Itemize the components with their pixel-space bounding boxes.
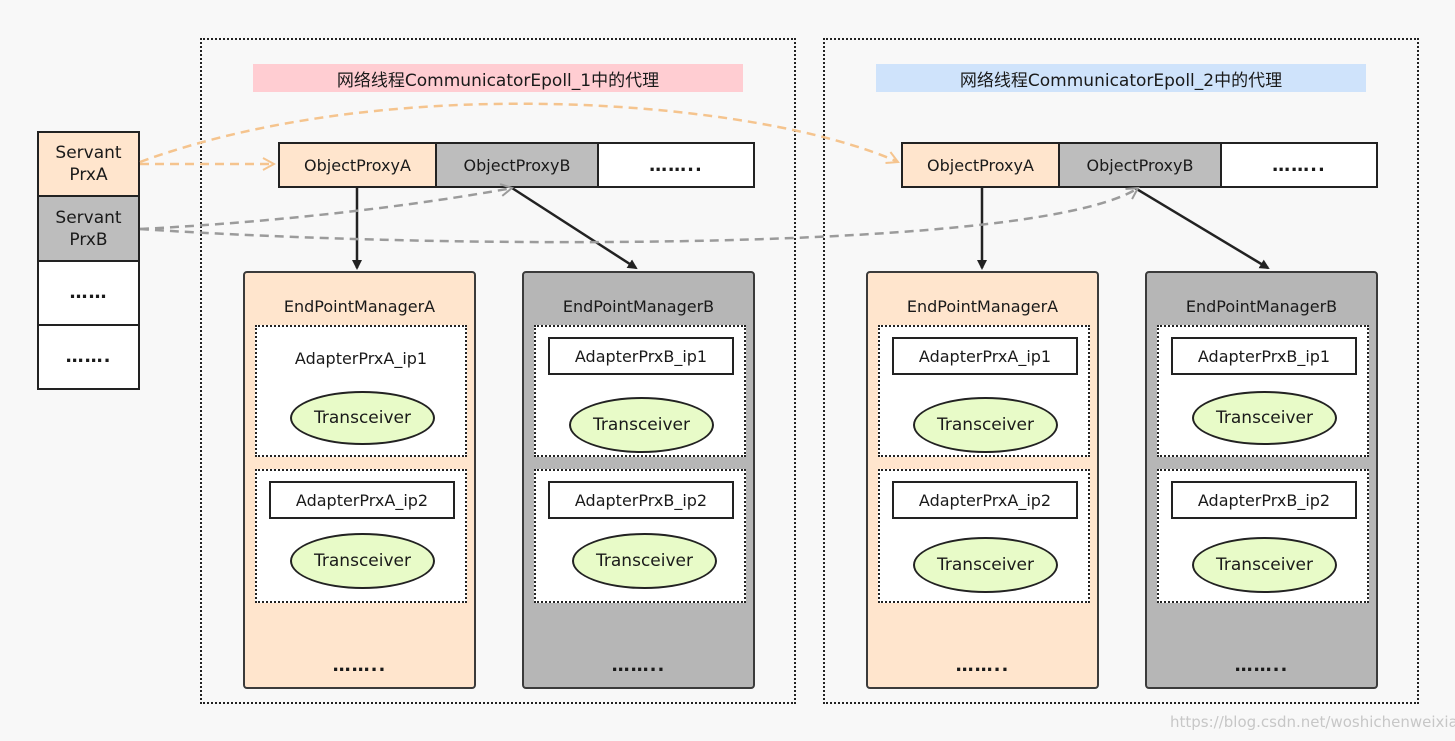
epm-title: EndPointManagerA — [283, 296, 436, 316]
adapter-box: AdapterPrxB_ip2 Transceiver — [1157, 469, 1369, 603]
adapter-box: AdapterPrxA_ip1 Transceiver — [255, 325, 467, 457]
servant-label: Servant — [55, 143, 122, 163]
adapter-box: AdapterPrxA_ip2 Transceiver — [255, 469, 467, 603]
proxy-bar-1: ObjectProxyA ObjectProxyB …….. — [278, 142, 755, 188]
adapter-label: AdapterPrxA_ip2 — [892, 481, 1078, 519]
arrow-proxy-b-to-epm-b-1 — [511, 186, 638, 270]
endpoint-manager-a[interactable]: EndPointManagerA AdapterPrxA_ip1 Transce… — [243, 271, 476, 689]
epm-title: EndPointManagerB — [562, 296, 715, 316]
adapter-label: AdapterPrxB_ip2 — [1171, 481, 1357, 519]
epm-more: …….. — [955, 654, 1010, 676]
adapter-box: AdapterPrxB_ip1 Transceiver — [1157, 325, 1369, 457]
object-proxy-b[interactable]: ObjectProxyB — [437, 144, 599, 186]
adapter-label: AdapterPrxA_ip1 — [892, 337, 1078, 375]
servant-label: PrxA — [69, 165, 108, 185]
servant-prx-b[interactable]: Servant PrxB — [37, 195, 140, 262]
dashed-arrow-servant-b-to-proxy-b-1 — [139, 188, 512, 231]
transceiver: Transceiver — [290, 533, 435, 589]
adapter-box: AdapterPrxB_ip2 Transceiver — [534, 469, 746, 603]
epm-more: …….. — [611, 654, 666, 676]
adapter-label: AdapterPrxB_ip1 — [548, 337, 734, 375]
adapter-box: AdapterPrxA_ip1 Transceiver — [878, 325, 1090, 457]
adapter-box: AdapterPrxA_ip2 Transceiver — [878, 469, 1090, 603]
thread-box-2 — [823, 38, 1419, 704]
servant-label: PrxB — [69, 229, 108, 250]
servant-label: Servant — [55, 207, 122, 228]
watermark-text: https://blog.csdn.net/woshichenweixian — [1170, 713, 1455, 731]
transceiver: Transceiver — [1192, 391, 1337, 445]
adapter-label: AdapterPrxB_ip2 — [548, 481, 734, 519]
transceiver: Transceiver — [913, 397, 1058, 453]
dashed-arrow-servant-a-to-proxy-a-2 — [139, 102, 898, 162]
thread-title-2: 网络线程CommunicatorEpoll_2中的代理 — [876, 64, 1366, 92]
arrow-proxy-b-to-epm-b-2 — [1134, 186, 1270, 270]
endpoint-manager-b[interactable]: EndPointManagerB AdapterPrxB_ip1 Transce… — [1145, 271, 1378, 689]
object-proxy-more: …….. — [1272, 154, 1326, 176]
adapter-label: AdapterPrxA_ip2 — [269, 481, 455, 519]
servant-more: ……. — [37, 324, 140, 390]
servant-more: …… — [37, 260, 140, 326]
transceiver: Transceiver — [569, 397, 714, 453]
transceiver: Transceiver — [1192, 537, 1337, 593]
thread-title-1: 网络线程CommunicatorEpoll_1中的代理 — [253, 64, 743, 92]
adapter-label: AdapterPrxB_ip1 — [1171, 337, 1357, 375]
object-proxy-b[interactable]: ObjectProxyB — [1060, 144, 1222, 186]
object-proxy-a[interactable]: ObjectProxyA — [903, 144, 1060, 186]
transceiver: Transceiver — [913, 537, 1058, 593]
object-proxy-more: …….. — [649, 154, 703, 176]
transceiver: Transceiver — [572, 533, 717, 589]
epm-title: EndPointManagerA — [906, 296, 1059, 316]
dashed-arrow-servant-b-to-proxy-b-2 — [139, 188, 1138, 244]
adapter-box: AdapterPrxB_ip1 Transceiver — [534, 325, 746, 457]
endpoint-manager-a[interactable]: EndPointManagerA AdapterPrxA_ip1 Transce… — [866, 271, 1099, 689]
transceiver: Transceiver — [290, 391, 435, 445]
adapter-label: AdapterPrxA_ip1 — [294, 348, 428, 368]
epm-title: EndPointManagerB — [1185, 296, 1338, 316]
endpoint-manager-b[interactable]: EndPointManagerB AdapterPrxB_ip1 Transce… — [522, 271, 755, 689]
object-proxy-a[interactable]: ObjectProxyA — [280, 144, 437, 186]
epm-more: …….. — [332, 654, 387, 676]
epm-more: …….. — [1234, 654, 1289, 676]
thread-box-1 — [200, 38, 796, 704]
